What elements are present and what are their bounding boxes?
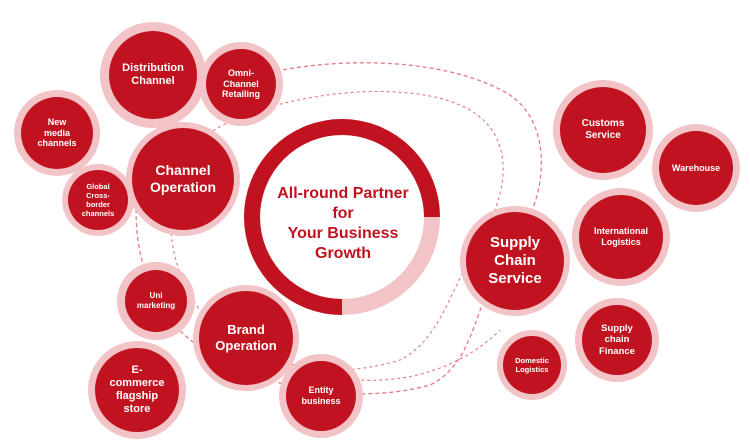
node-distribution-channel[interactable]: Distribution Channel (100, 22, 206, 128)
center-title: All-round Partner for Your Business Grow… (277, 185, 409, 262)
node-supply-chain-finance[interactable]: Supply chain Finance (575, 298, 659, 382)
node-label: International Logistics (593, 226, 648, 247)
hub-brand-operation[interactable]: Brand Operation (193, 285, 299, 391)
node-omni-channel-retailing[interactable]: Omni- Channel Retailing (199, 42, 283, 126)
node-label: Supply chain Finance (599, 322, 635, 357)
node-e-commerce-flagship-store[interactable]: E- commerce flagship store (88, 341, 186, 439)
node-new-media-channels[interactable]: New media channels (14, 90, 100, 176)
node-label: Warehouse (671, 162, 721, 173)
hub-label: Channel Operation (149, 162, 217, 195)
hub-channel-operation[interactable]: Channel Operation (126, 122, 240, 236)
node-label: Global Cross- border channels (81, 182, 115, 218)
center-ring-arc (244, 119, 440, 315)
dashed-connector-loop-inner (169, 90, 504, 371)
node-warehouse[interactable]: Warehouse (652, 124, 740, 212)
node-label: Distribution Channel (122, 61, 184, 87)
hub-supply-chain-service[interactable]: Supply Chain Service (460, 206, 570, 316)
node-global-cross-border-channels[interactable]: Global Cross- border channels (62, 164, 134, 236)
node-entity-business[interactable]: Entity business (279, 354, 363, 438)
node-international-logistics[interactable]: International Logistics (572, 188, 670, 286)
node-label: Customs Service (581, 118, 625, 141)
node-customs-service[interactable]: Customs Service (553, 80, 653, 180)
center-disc (261, 136, 423, 298)
node-domestic-logistics[interactable]: Domestic Logistics (497, 330, 567, 400)
node-label: Omni- Channel Retailing (221, 67, 260, 100)
node-label: New media channels (37, 116, 77, 149)
node-uni-marketing[interactable]: Uni marketing (117, 262, 195, 340)
node-label: Domestic Logistics (515, 356, 549, 374)
hub-label: Supply Chain Service (488, 234, 542, 287)
node-label: E- commerce flagship store (109, 363, 165, 416)
node-label: Entity business (301, 385, 341, 406)
node-label: Uni marketing (136, 291, 176, 310)
hub-label: Brand Operation (215, 322, 277, 353)
